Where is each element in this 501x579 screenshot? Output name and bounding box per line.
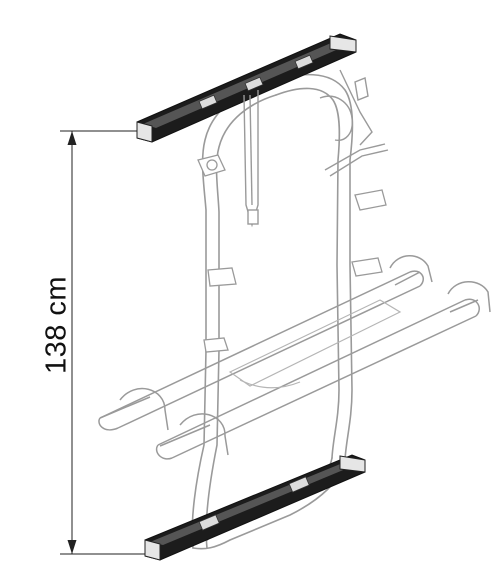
center-strap	[243, 90, 259, 228]
arrowhead-top	[67, 131, 77, 145]
height-dimension-label: 138 cm	[40, 275, 73, 375]
upper-mounting-rail	[136, 33, 357, 143]
left-rail-inner	[205, 94, 277, 549]
height-dimension	[60, 130, 150, 555]
frame-clamps	[197, 154, 387, 353]
wheel-cradle-left-2	[179, 413, 229, 456]
carrier-tray	[228, 299, 402, 389]
lower-mounting-rail	[144, 454, 366, 561]
carrier-bar-front	[98, 255, 433, 431]
right-rail-inner	[275, 87, 341, 459]
wheel-cradle-left-1	[119, 387, 169, 431]
arrowhead-bottom	[67, 540, 77, 554]
wheel-strap-top-right	[319, 69, 389, 177]
wheel-cradle-right-1	[389, 255, 433, 283]
wheel-cradle-right-2	[447, 281, 491, 313]
carrier-bar-rear	[155, 281, 491, 460]
